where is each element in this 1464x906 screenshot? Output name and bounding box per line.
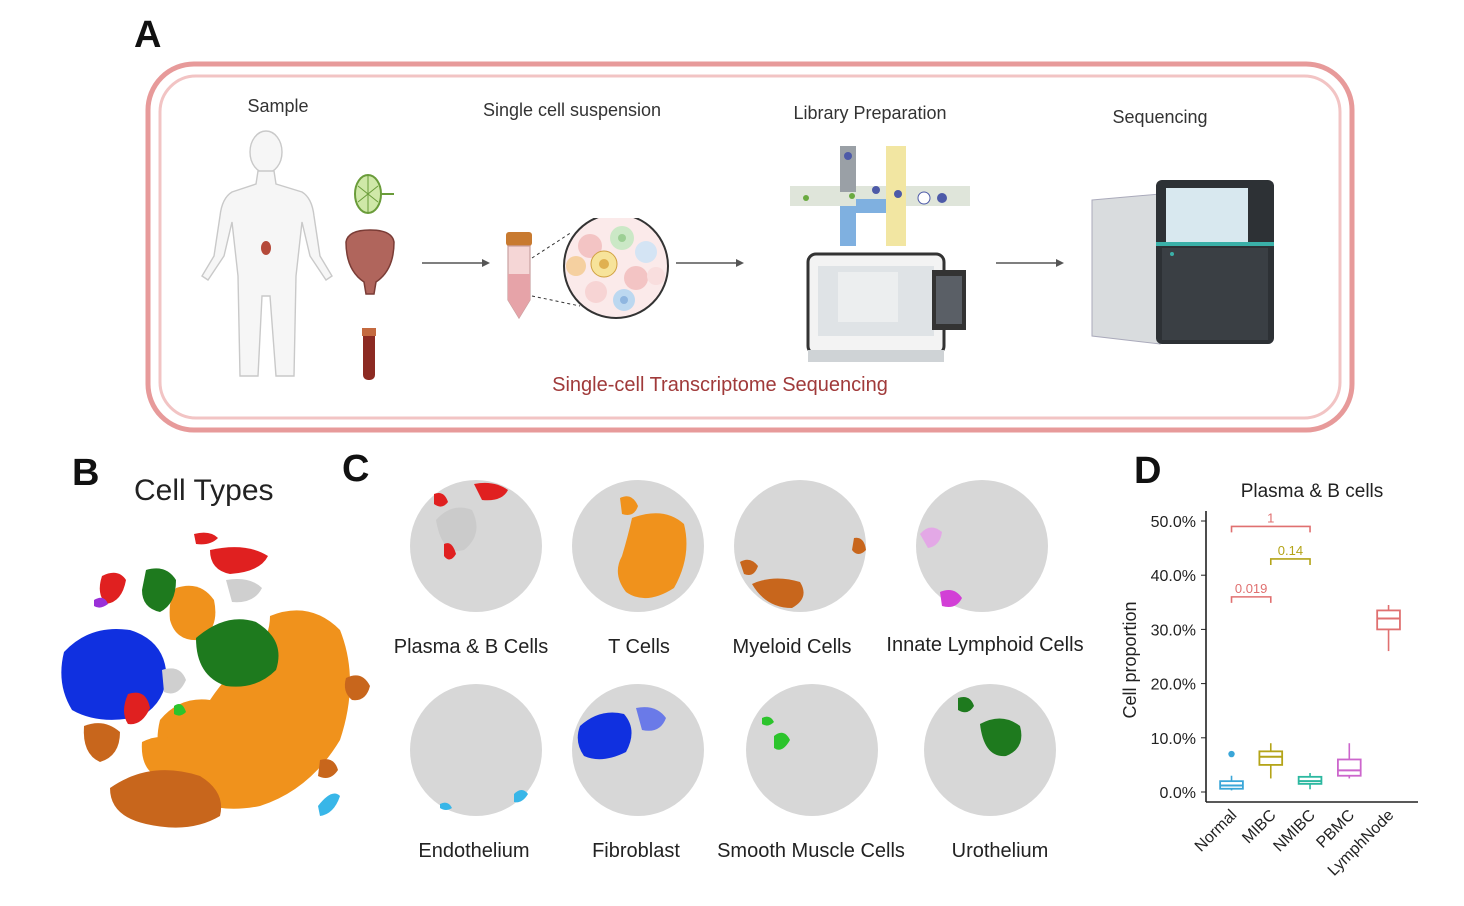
highlight-map-myeloid	[734, 480, 866, 612]
highlight-map-t-cells	[572, 480, 704, 612]
tsne-cluster-blue-fibroblast	[61, 628, 167, 720]
map-label-ilc: Innate Lymphoid Cells	[886, 634, 1084, 656]
highlight-map-endothelium	[410, 684, 542, 816]
step-title-library: Library Preparation	[793, 103, 947, 123]
p-value-label: 0.14	[1278, 543, 1303, 558]
plot-area: 0.0%10.0%20.0%30.0%40.0%50.0%NormalMIBCN…	[1151, 510, 1418, 879]
map-label-endothelium: Endothelium	[418, 840, 530, 862]
cell-types-tsne-map	[61, 532, 370, 828]
comparison-bracket	[1269, 558, 1311, 565]
map-label-plasma-b: Plasma & B Cells	[393, 636, 549, 658]
tsne-cluster-brown-myeloid	[83, 675, 370, 828]
step-title-sequencing: Sequencing	[1112, 107, 1208, 127]
panel-c-label: C	[342, 448, 370, 490]
lymph-node-icon	[354, 174, 394, 214]
x-tick-label: NMIBC	[1270, 807, 1318, 855]
x-tick-label: Normal	[1192, 807, 1240, 855]
map-label-myeloid: Myeloid Cells	[732, 636, 852, 658]
box-lymphnode	[1376, 609, 1401, 631]
box-pbmc	[1337, 758, 1362, 777]
y-tick-label: 30.0%	[1151, 622, 1196, 639]
cell-suspension-icon	[506, 218, 669, 320]
panel-b-label: B	[72, 452, 100, 494]
map-label-urothelium: Urothelium	[951, 840, 1049, 862]
p-value-label: 0.019	[1235, 581, 1268, 596]
comparison-bracket	[1230, 596, 1272, 603]
outlier-point	[1228, 750, 1235, 758]
pipeline-caption: Single-cell Transcriptome Sequencing	[552, 374, 888, 396]
highlight-map-urothelium	[924, 684, 1056, 816]
organ-icons	[345, 174, 395, 380]
bladder-icon	[345, 229, 395, 295]
cell-types-title: Cell Types	[134, 474, 274, 507]
microfluidics-icon	[790, 146, 970, 246]
y-axis-label: Cell proportion	[1120, 601, 1140, 718]
tsne-cluster-darkgreen-urothelium	[142, 568, 279, 687]
y-tick-label: 10.0%	[1151, 731, 1196, 748]
p-value-label: 1	[1267, 510, 1274, 525]
arrow-3-icon	[996, 259, 1064, 267]
map-label-t-cells: T Cells	[608, 636, 670, 658]
y-tick-label: 40.0%	[1151, 568, 1196, 585]
y-tick-label: 20.0%	[1151, 677, 1196, 694]
highlight-map-plasma-b	[410, 480, 542, 612]
chromium-controller-icon	[806, 252, 966, 362]
human-body-icon	[201, 130, 333, 377]
tsne-cluster-grey	[162, 579, 262, 694]
box-mibc	[1258, 750, 1284, 766]
tsne-cluster-lightblue-endothelium	[318, 793, 340, 816]
blood-tube-icon	[362, 328, 376, 380]
y-tick-label: 50.0%	[1151, 514, 1196, 531]
tube-icon	[506, 232, 532, 320]
highlight-map-fibroblast	[572, 684, 704, 816]
boxplot-chart: Plasma & B cells Cell proportion 0.0%10.…	[1120, 481, 1418, 879]
magnified-cells-icon	[563, 218, 669, 319]
highlight-map-smooth-muscle	[746, 684, 878, 816]
panel-d-label: D	[1134, 450, 1162, 492]
panel-a-label: A	[134, 14, 162, 56]
tsne-cluster-orange-tcells	[141, 585, 350, 809]
library-prep-icon	[790, 146, 970, 362]
map-label-fibroblast: Fibroblast	[592, 840, 680, 862]
y-tick-label: 0.0%	[1160, 785, 1196, 802]
pipeline-frame	[145, 61, 1355, 433]
tsne-cluster-purple-ilc	[94, 597, 108, 608]
highlight-map-ilc	[916, 480, 1048, 612]
chart-title: Plasma & B cells	[1241, 481, 1384, 502]
tsne-cluster-lightgreen-smc	[174, 704, 186, 716]
arrow-1-icon	[422, 259, 490, 267]
arrow-2-icon	[676, 259, 744, 267]
comparison-bracket	[1230, 525, 1311, 533]
step-title-suspension: Single cell suspension	[482, 100, 662, 120]
tsne-cluster-red-plasma	[99, 532, 268, 725]
step-title-sample: Sample	[247, 96, 309, 116]
map-label-smooth-muscle: Smooth Muscle Cells	[717, 840, 905, 862]
sequencer-icon	[1091, 180, 1274, 345]
